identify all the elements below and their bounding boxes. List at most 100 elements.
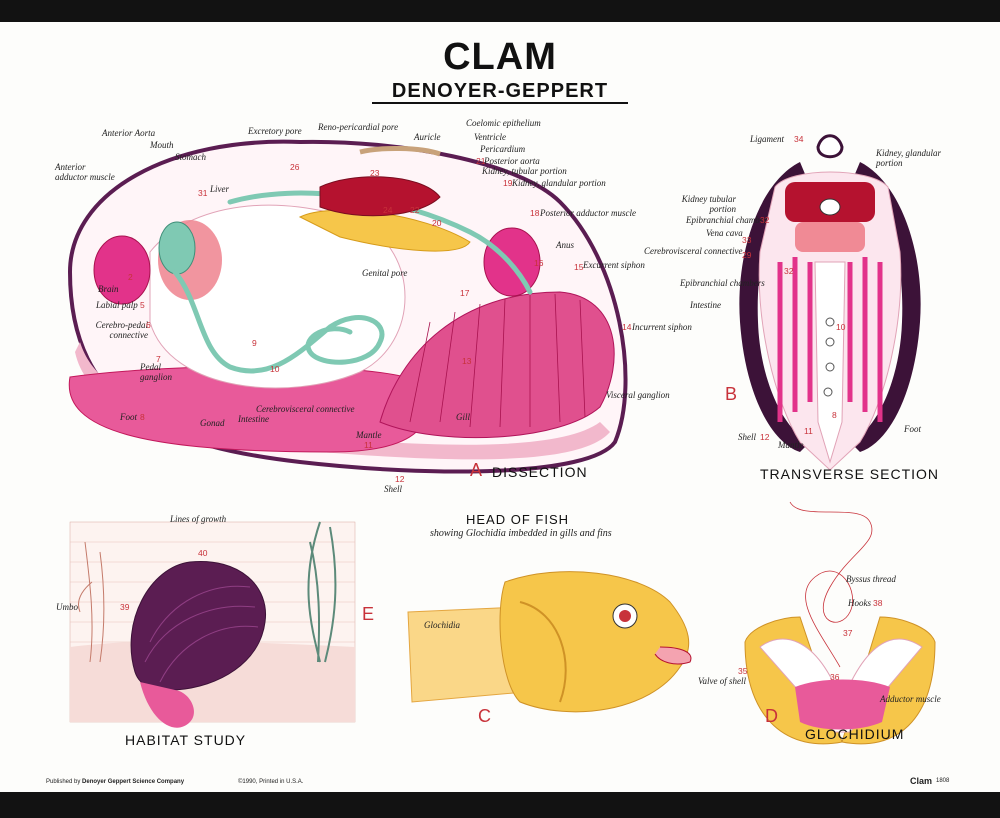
tlabel-epibranchial-chambers: Epibranchial chambers bbox=[680, 278, 765, 288]
label-pericardium: Pericardium bbox=[480, 144, 526, 154]
tnum-foot: 8 bbox=[832, 410, 837, 420]
transverse-foot bbox=[814, 261, 846, 464]
label-cerebrovisceral: Cerebrovisceral connective bbox=[256, 404, 355, 414]
tlabel-vena-cava: Vena cava bbox=[706, 228, 743, 238]
label-mantle: Mantle bbox=[356, 430, 382, 440]
habitat-clam-foot bbox=[140, 682, 195, 728]
fish-pupil bbox=[619, 610, 631, 622]
transverse-ligament bbox=[816, 134, 844, 159]
habitat-clam-growth-lines bbox=[144, 585, 259, 683]
habitat-weed-left bbox=[78, 541, 105, 663]
num-posterior-adductor: 18 bbox=[530, 208, 540, 218]
footer-published-by: Published by Denoyer Geppert Science Com… bbox=[46, 779, 185, 785]
num-incurrent-siphon: 14 bbox=[622, 322, 632, 332]
num-auricle: 23 bbox=[370, 168, 380, 178]
num-gonad: 9 bbox=[252, 338, 257, 348]
num-pedal-ganglion: 7 bbox=[156, 354, 161, 364]
label-genital-pore: Genital pore bbox=[362, 268, 408, 278]
tnum-ligament: 34 bbox=[794, 134, 804, 144]
tlabel-intestine: Intestine bbox=[690, 300, 721, 310]
footer-publisher: Denoyer Geppert Science Company bbox=[82, 779, 185, 785]
tlabel-kidney-glandular: Kidney, glandular portion bbox=[876, 148, 941, 168]
transverse-intestine-1 bbox=[825, 317, 835, 327]
label-posterior-aorta: Posterior aorta bbox=[484, 156, 540, 166]
footer-copyright: ©1990, Printed in U.S.A. bbox=[238, 779, 304, 785]
transverse-shell-right bbox=[850, 162, 921, 452]
label-gill: Gill bbox=[456, 412, 471, 422]
dissection-drawing bbox=[67, 139, 628, 474]
ligament-hinge bbox=[359, 146, 441, 157]
transverse-shell bbox=[739, 162, 810, 452]
num-liver: 31 bbox=[198, 188, 208, 198]
transverse-intestine-4 bbox=[823, 387, 833, 397]
label-ventricle: Ventricle bbox=[474, 132, 506, 142]
transverse-intestine-2 bbox=[825, 337, 835, 347]
num-ventricle: 24 bbox=[383, 205, 393, 215]
gnum-valve-of-shell: 35 bbox=[738, 666, 748, 676]
transverse-intestine-3 bbox=[825, 362, 835, 372]
tnum-intestine: 10 bbox=[836, 322, 846, 332]
num-shell: 12 bbox=[395, 474, 405, 484]
tlabel-ligament: Ligament bbox=[750, 134, 785, 144]
label-visceral-ganglion: Visceral ganglion bbox=[606, 390, 670, 400]
panel-c-subtitle: showing Glochidia imbedded in gills and … bbox=[430, 528, 612, 539]
transverse-kidney-tubular bbox=[795, 222, 865, 252]
transverse-rectum bbox=[819, 198, 841, 216]
gnum-37: 37 bbox=[843, 628, 853, 638]
tlabel-epibranchial-chamber: Epibranchial chamber bbox=[686, 215, 768, 225]
num-foot: 8 bbox=[140, 412, 145, 422]
glabel-hooks: Hooks bbox=[848, 598, 871, 608]
glochidium-drawing bbox=[744, 501, 936, 745]
transverse-gill-folds bbox=[777, 257, 883, 422]
panel-b-caption: TRANSVERSE SECTION bbox=[760, 466, 940, 482]
label-kidney-glandular: Kidney, glandular portion bbox=[512, 178, 606, 188]
label-gonad: Gonad bbox=[200, 418, 225, 428]
pericardium-shape bbox=[319, 176, 441, 217]
dissection-gill-lines bbox=[409, 293, 586, 428]
tlabel-shell: Shell bbox=[738, 432, 756, 442]
panel-d-letter: D bbox=[765, 706, 778, 726]
panel-c-title: HEAD OF FISH bbox=[466, 512, 570, 527]
num-anus: 16 bbox=[534, 258, 544, 268]
glabel-adductor-muscle: Adductor muscle bbox=[880, 694, 941, 704]
label-auricle: Auricle bbox=[414, 132, 441, 142]
num-visceral-ganglion: 17 bbox=[460, 288, 470, 298]
tlabel-mantle: Mantle bbox=[778, 440, 804, 450]
label-shell: Shell bbox=[384, 484, 402, 494]
glabel-byssus-thread: Byssus thread bbox=[846, 574, 896, 584]
footer-code: 1808 bbox=[936, 778, 950, 784]
num-kidney-glandular: 19 bbox=[503, 178, 513, 188]
fish-gill-cover bbox=[519, 601, 567, 703]
panel-d-caption: GLOCHIDIUM bbox=[805, 726, 905, 742]
label-posterior-adductor: Posterior adductor muscle bbox=[540, 208, 636, 218]
fish-head bbox=[499, 571, 690, 713]
num-excurrent-siphon: 15 bbox=[574, 262, 584, 272]
tlabel-foot: Foot bbox=[904, 424, 921, 434]
label-stomach: Stomach bbox=[175, 152, 206, 162]
anatomy-illustrations bbox=[67, 134, 936, 745]
label-anus: Anus bbox=[556, 240, 574, 250]
tnum-epibranchial-chambers: 32 bbox=[784, 266, 794, 276]
label-coelomic-epithelium: Coelomic epithelium bbox=[466, 118, 541, 128]
label-kidney-tubular: Kidney, tubular portion bbox=[482, 166, 567, 176]
label-pedal-ganglion: Pedal ganglion bbox=[140, 362, 173, 382]
poster-subtitle: DENOYER-GEPPERT bbox=[391, 80, 609, 102]
dissection-gill bbox=[379, 291, 615, 439]
tlabel-kidney-tubular: Kidney tubular portion bbox=[681, 194, 736, 214]
num-gill: 13 bbox=[462, 356, 472, 366]
intestine-coil bbox=[172, 190, 533, 374]
num-labial-palp: 5 bbox=[140, 300, 145, 310]
label-cerebro-pedal: Cerebro-pedal connective bbox=[95, 320, 148, 340]
flabel-glochidia: Glochidia bbox=[424, 620, 460, 630]
label-excurrent-siphon: Excurrent siphon bbox=[583, 260, 645, 270]
panel-e-caption: HABITAT STUDY bbox=[125, 732, 247, 748]
tnum-mantle: 11 bbox=[804, 426, 813, 436]
label-foot: Foot bbox=[120, 412, 137, 422]
tnum-shell: 12 bbox=[760, 432, 770, 442]
hnum-umbo: 39 bbox=[120, 602, 130, 612]
num-cerebro-pedal: 6 bbox=[146, 320, 151, 330]
num-mantle: 11 bbox=[364, 440, 373, 450]
habitat-drawing bbox=[69, 521, 356, 728]
num-brain: 2 bbox=[128, 272, 133, 282]
